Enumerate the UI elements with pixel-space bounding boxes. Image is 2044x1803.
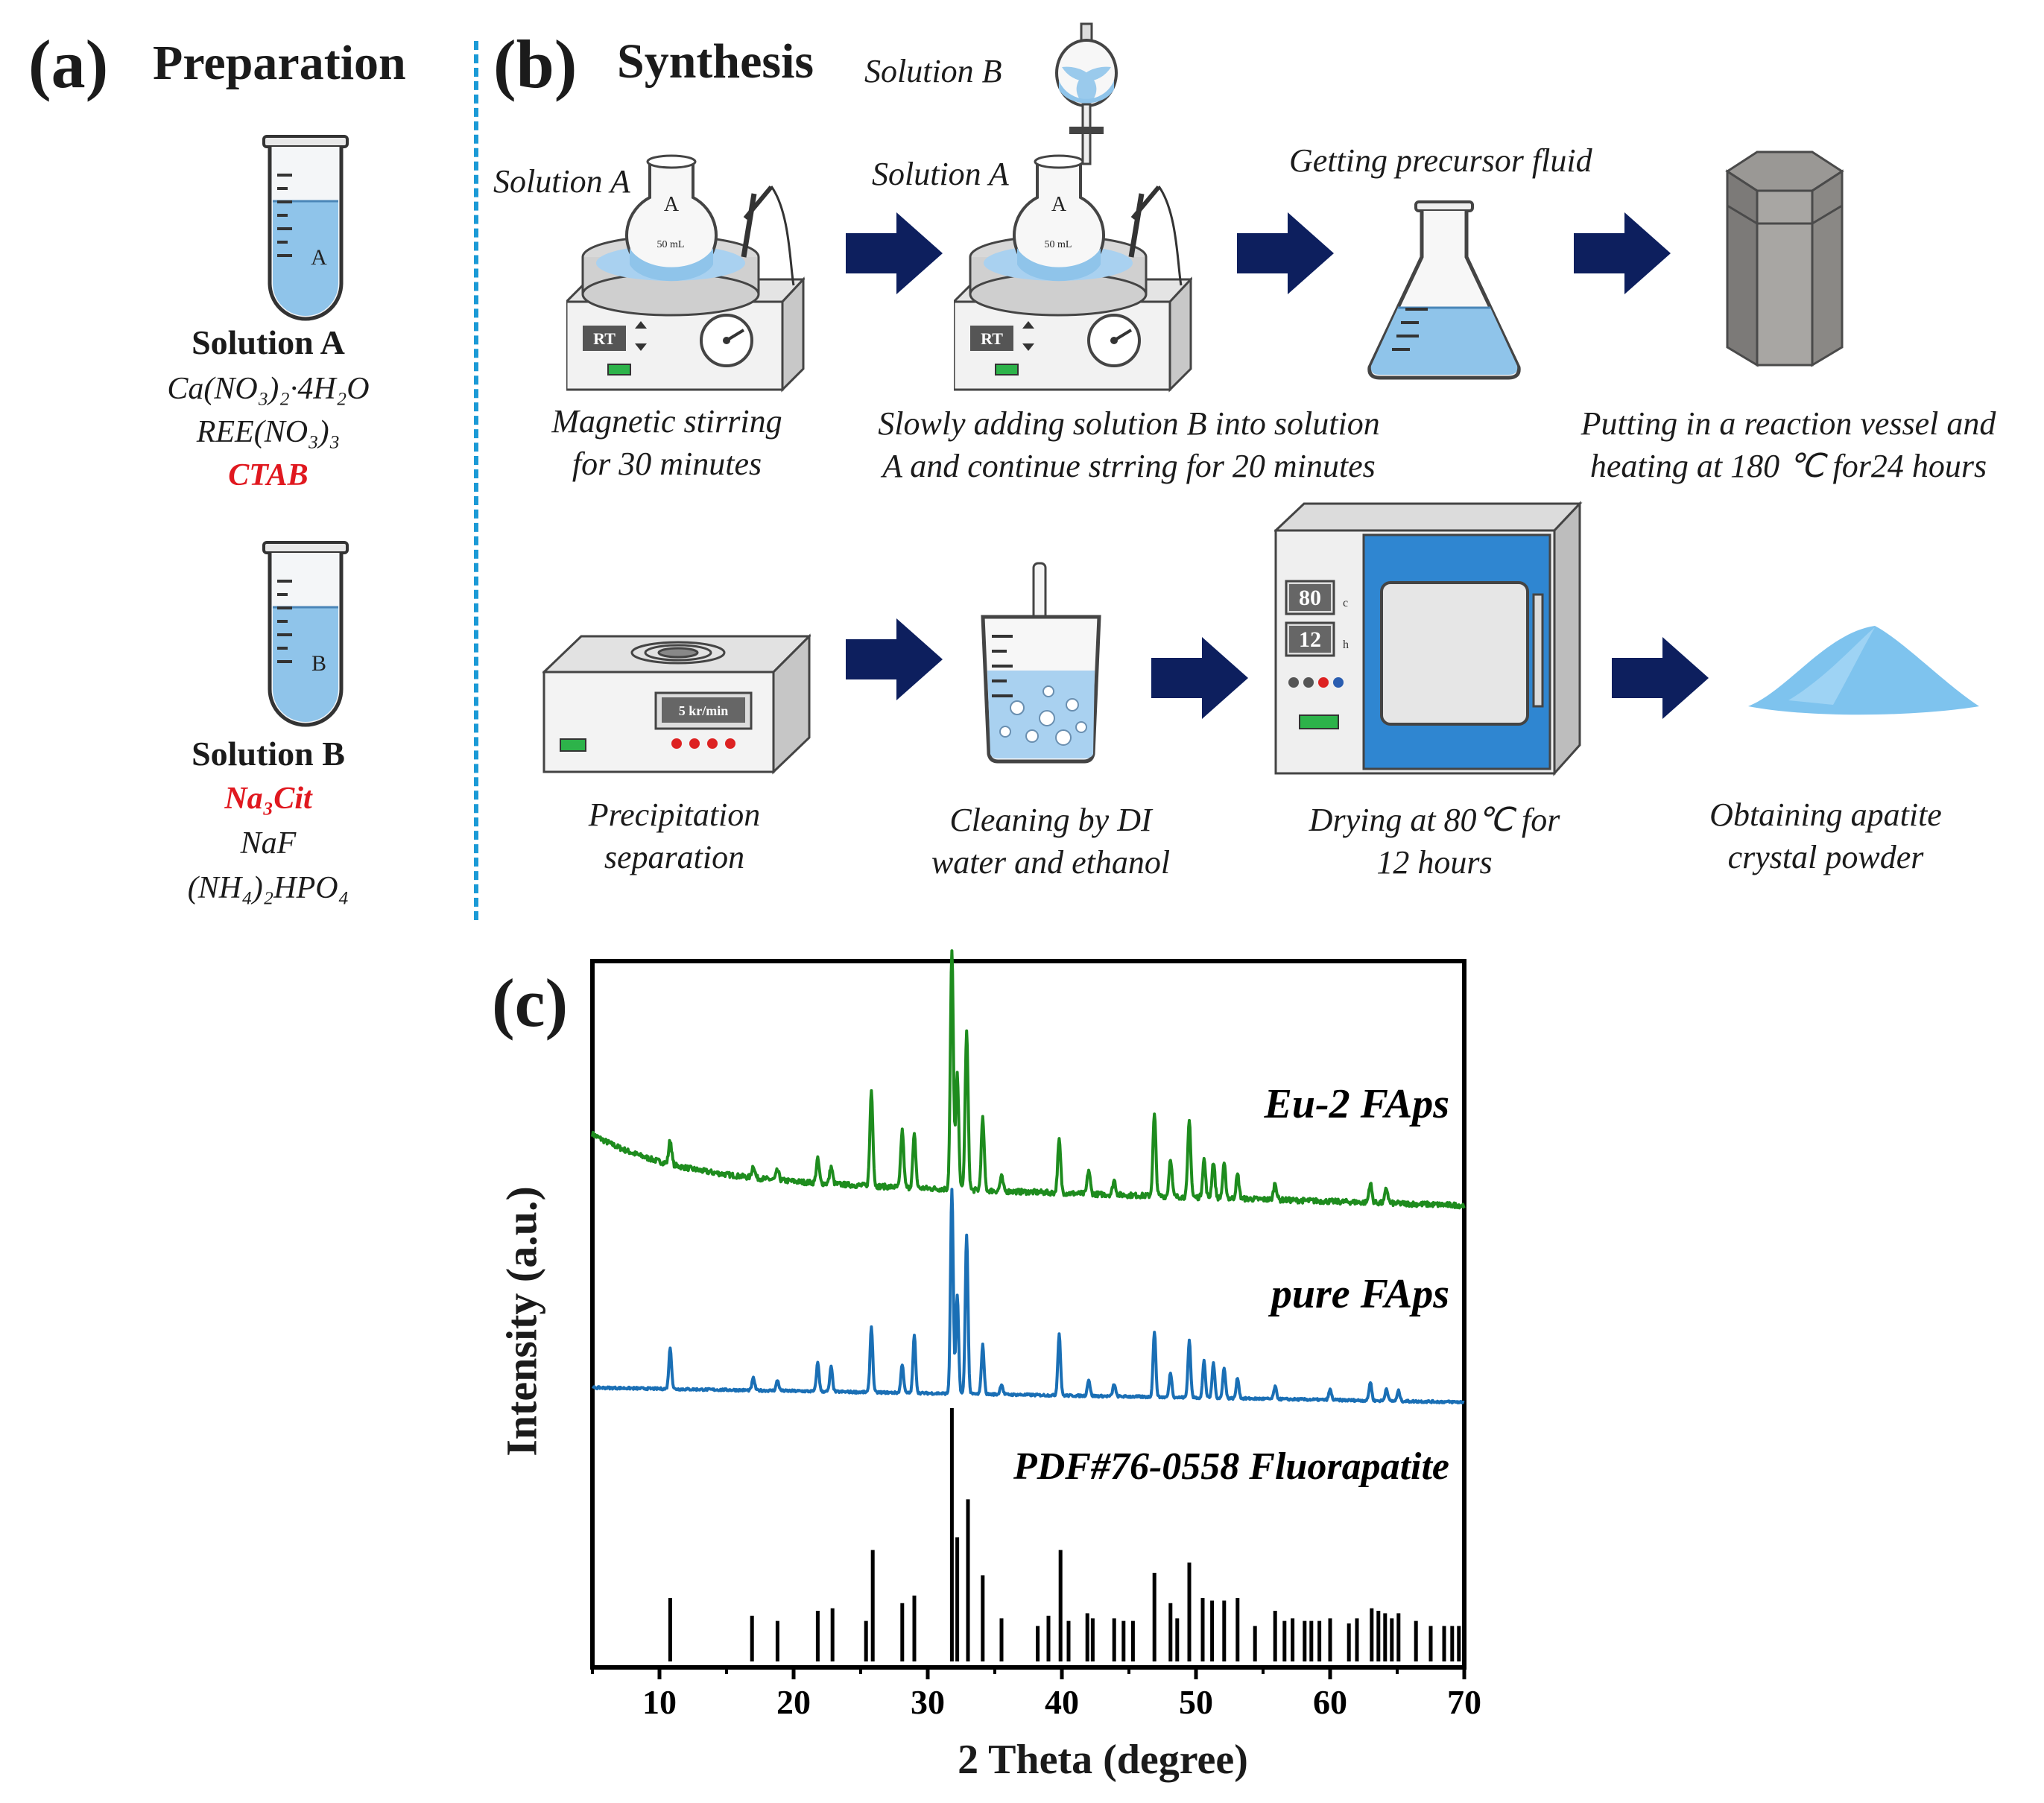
x-tick-label: 60 [1313, 1683, 1347, 1721]
step2-flask-letter: A [1051, 193, 1067, 216]
step2-flask-label: Solution A [872, 156, 1009, 192]
x-tick-label: 20 [776, 1683, 811, 1721]
x-tick-label: 10 [642, 1683, 677, 1721]
test-tube-b-icon: B [262, 541, 349, 727]
oven-temp-display: 80 [1299, 586, 1321, 610]
reaction-vessel-icon [1725, 150, 1844, 367]
step8-caption: Obtaining apatite crystal powder [1709, 796, 1942, 876]
oven-time-unit: h [1343, 639, 1349, 651]
panel-c-letter: (c) [492, 965, 569, 1041]
step7-caption: Drying at 80℃ for 12 hours [1309, 802, 1560, 881]
magnetic-stirrer-icon: A 50 mL RT [954, 154, 1192, 393]
x-tick-label: 30 [911, 1683, 945, 1721]
arrow-right-icon [1151, 637, 1248, 719]
erlenmeyer-flask-icon [1367, 200, 1521, 380]
arrow-right-icon [846, 212, 943, 294]
panel-a-letter: (a) [28, 26, 109, 102]
oven-temp-unit: c [1343, 597, 1348, 609]
series-line [591, 949, 1466, 1210]
x-tick-label: 70 [1447, 1683, 1481, 1721]
step2-caption: Slowly adding solution B into solution A… [878, 405, 1380, 485]
step6-caption: Cleaning by DI water and ethanol [931, 802, 1171, 881]
step1-flask-letter: A [664, 193, 680, 216]
x-tick-label: 50 [1179, 1683, 1213, 1721]
panel-divider [474, 41, 478, 920]
arrow-right-icon [1574, 212, 1671, 294]
x-tick-label: 40 [1045, 1683, 1079, 1721]
step5-caption: Precipitation separation [588, 796, 761, 876]
step3-label: Getting precursor fluid [1289, 142, 1592, 179]
step2-display: RT [981, 329, 1003, 348]
separatory-funnel-icon [1055, 22, 1118, 165]
solution-a-reagent-1: Ca(NO₃)₂·4H₂O [167, 372, 370, 406]
step5-display: 5 kr/min [679, 703, 729, 718]
series-line [591, 1188, 1466, 1404]
x-axis-label: 2 Theta (degree) [958, 1737, 1248, 1783]
step4-caption: Putting in a reaction vessel and heating… [1581, 405, 1996, 485]
panel-b-title: Synthesis [617, 34, 814, 89]
solution-b-reagent-1: Na₃Cit [224, 782, 312, 816]
step1-volume: 50 mL [657, 239, 685, 250]
step2-funnel-label: Solution B [864, 53, 1002, 89]
panel-a-title: Preparation [153, 36, 406, 90]
series-label: PDF#76-0558 Fluorapatite [1013, 1445, 1449, 1488]
series-label: pure FAps [1268, 1271, 1449, 1317]
solution-b-reagent-2: NaF [240, 826, 297, 861]
arrow-right-icon [846, 618, 943, 700]
panel-b-letter: (b) [493, 26, 578, 102]
powder-pile-icon [1748, 626, 1979, 715]
step1-display: RT [593, 329, 616, 348]
solution-a-reagent-2: REE(NO₃)₃ [196, 415, 341, 449]
plot-frame [590, 959, 1466, 1670]
oven-time-display: 12 [1299, 627, 1321, 652]
solution-a-name: Solution A [192, 323, 345, 361]
tube-b-letter: B [311, 651, 326, 676]
step1-caption: Magnetic stirring for 30 minutes [551, 403, 782, 483]
solution-b-reagent-3: (NH₄)₂HPO₄ [187, 871, 349, 905]
series-label: Eu-2 FAps [1264, 1081, 1450, 1127]
tube-a-letter: A [311, 245, 327, 270]
drying-oven-icon: 80 c 12 h [1274, 501, 1583, 776]
magnetic-stirrer-icon: A 50 mL RT [566, 154, 805, 393]
beaker-icon [981, 562, 1101, 764]
test-tube-a-icon: A [262, 135, 349, 321]
arrow-right-icon [1237, 212, 1334, 294]
centrifuge-icon: 5 kr/min [542, 633, 811, 775]
solution-a-reagent-3: CTAB [228, 458, 309, 492]
solution-b-name: Solution B [192, 735, 345, 773]
step1-flask-label: Solution A [493, 163, 630, 200]
step2-volume: 50 mL [1045, 239, 1072, 250]
arrow-right-icon [1612, 637, 1709, 719]
